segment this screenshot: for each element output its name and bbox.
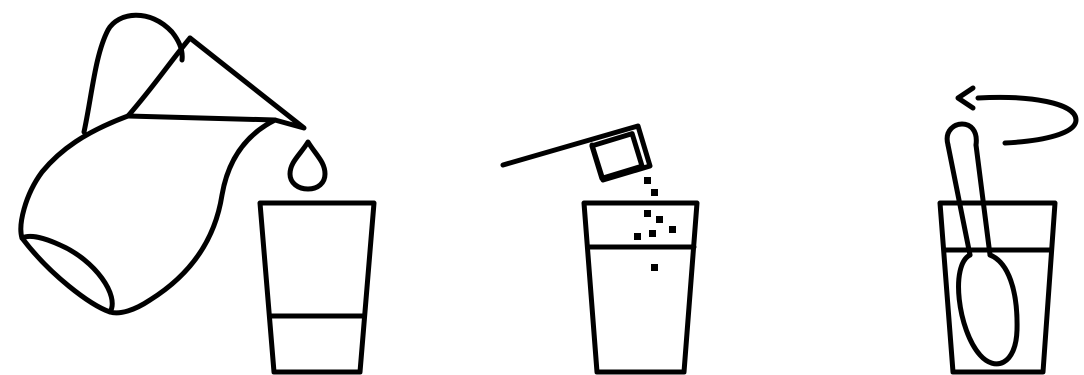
instruction-diagram: [0, 0, 1084, 375]
diagram-background: [0, 0, 1084, 375]
